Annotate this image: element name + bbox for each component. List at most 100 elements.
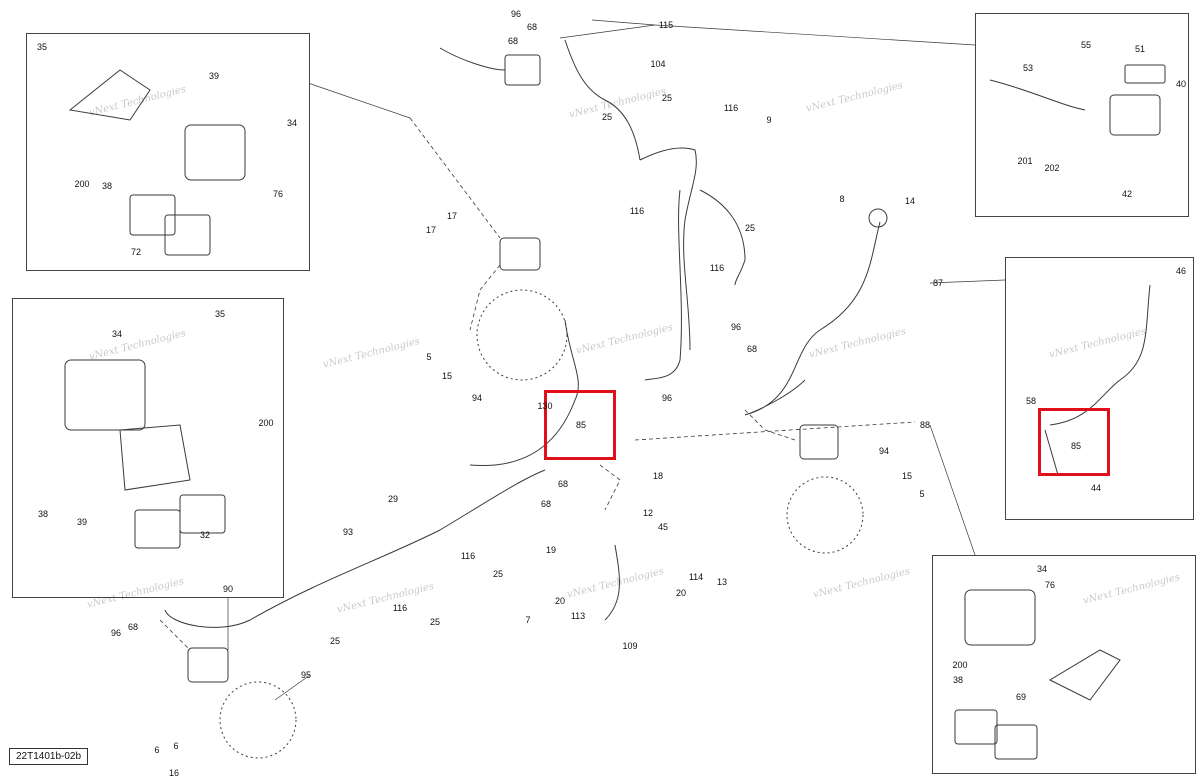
- part-callout: 58: [1025, 396, 1037, 406]
- part-callout: 55: [1080, 40, 1092, 50]
- highlight-part-85-inset: [1038, 408, 1110, 476]
- part-callout: 76: [1044, 580, 1056, 590]
- part-callout: 35: [36, 42, 48, 52]
- part-callout: 6: [173, 741, 179, 751]
- part-callout: 68: [540, 499, 552, 509]
- part-callout: 25: [329, 636, 341, 646]
- part-callout: 96: [510, 9, 522, 19]
- part-callout: 200: [74, 179, 90, 189]
- part-callout: 51: [1134, 44, 1146, 54]
- part-callout: 25: [429, 617, 441, 627]
- parking-brake-cable: [744, 221, 881, 416]
- part-callout: 39: [208, 71, 220, 81]
- part-callout: 20: [554, 596, 566, 606]
- part-callout: 17: [446, 211, 458, 221]
- rear-brake-hose: [164, 469, 546, 628]
- part-callout: 93: [342, 527, 354, 537]
- part-callout: 96: [730, 322, 742, 332]
- part-callout: 200: [258, 418, 274, 428]
- cable-to-lever: [469, 319, 579, 467]
- inset-brake-lever-exploded: [975, 13, 1189, 217]
- part-callout: 7: [525, 615, 531, 625]
- reservoir: [868, 208, 888, 228]
- part-callout: 72: [130, 247, 142, 257]
- part-callout: 12: [642, 508, 654, 518]
- part-callout: 38: [101, 181, 113, 191]
- part-callout: 40: [1175, 79, 1187, 89]
- front-right-disc: [786, 476, 864, 554]
- part-callout: 116: [392, 603, 408, 613]
- part-callout: 113: [570, 611, 586, 621]
- part-callout: 25: [601, 112, 613, 122]
- part-callout: 96: [661, 393, 673, 403]
- part-callout: 68: [127, 622, 139, 632]
- part-callout: 76: [272, 189, 284, 199]
- part-callout: 34: [286, 118, 298, 128]
- brake-lever: [439, 47, 506, 71]
- part-callout: 46: [1175, 266, 1187, 276]
- part-callout: 68: [557, 479, 569, 489]
- front-right-caliper: [799, 424, 839, 460]
- part-callout: 116: [709, 263, 725, 273]
- part-callout: 38: [952, 675, 964, 685]
- part-callout: 95: [300, 670, 312, 680]
- part-callout: 29: [387, 494, 399, 504]
- front-brake-hose: [564, 39, 641, 161]
- part-callout: 104: [650, 59, 666, 69]
- part-callout: 115: [658, 20, 674, 30]
- part-callout: 201: [1017, 156, 1033, 166]
- part-callout: 5: [426, 352, 432, 362]
- part-callout: 68: [507, 36, 519, 46]
- part-callout: 69: [1015, 692, 1027, 702]
- part-callout: 32: [199, 530, 211, 540]
- part-callout: 15: [901, 471, 913, 481]
- part-callout: 25: [744, 223, 756, 233]
- document-id: 22T1401b-02b: [9, 748, 89, 765]
- brake-line-left: [644, 189, 682, 381]
- front-left-disc: [476, 289, 568, 381]
- part-callout: 39: [76, 517, 88, 527]
- part-callout: 20: [675, 588, 687, 598]
- part-callout: 18: [652, 471, 664, 481]
- inset-right-caliper-exploded: [932, 555, 1196, 774]
- part-callout: 116: [723, 103, 739, 113]
- part-callout: 85: [575, 420, 587, 430]
- brake-line-right: [699, 189, 746, 286]
- rear-disc: [219, 681, 297, 759]
- part-callout: 130: [537, 401, 553, 411]
- part-callout: 202: [1044, 163, 1060, 173]
- inset-parking-cable-detail: [1005, 257, 1194, 520]
- part-callout: 15: [441, 371, 453, 381]
- part-callout: 25: [661, 93, 673, 103]
- part-callout: 94: [471, 393, 483, 403]
- part-callout: 90: [222, 584, 234, 594]
- part-callout: 96: [110, 628, 122, 638]
- part-callout: 9: [766, 115, 772, 125]
- part-callout: 6: [154, 745, 160, 755]
- part-callout: 42: [1121, 189, 1133, 199]
- brake-pedal: [604, 544, 620, 621]
- part-callout: 34: [1036, 564, 1048, 574]
- part-callout: 35: [214, 309, 226, 319]
- part-callout: 25: [492, 569, 504, 579]
- part-callout: 109: [622, 641, 638, 651]
- part-callout: 114: [688, 572, 704, 582]
- part-callout: 13: [716, 577, 728, 587]
- part-callout: 16: [168, 768, 180, 778]
- rear-caliper: [187, 647, 229, 683]
- part-callout: 14: [904, 196, 916, 206]
- part-callout: 68: [526, 22, 538, 32]
- front-left-caliper: [499, 237, 541, 271]
- part-callout: 88: [919, 420, 931, 430]
- part-callout: 116: [629, 206, 645, 216]
- part-callout: 19: [545, 545, 557, 555]
- inset-front-caliper-exploded: [26, 33, 310, 271]
- part-callout: 85: [1070, 441, 1082, 451]
- part-callout: 38: [37, 509, 49, 519]
- part-callout: 45: [657, 522, 669, 532]
- highlight-part-85-main: [544, 390, 616, 460]
- part-callout: 68: [746, 344, 758, 354]
